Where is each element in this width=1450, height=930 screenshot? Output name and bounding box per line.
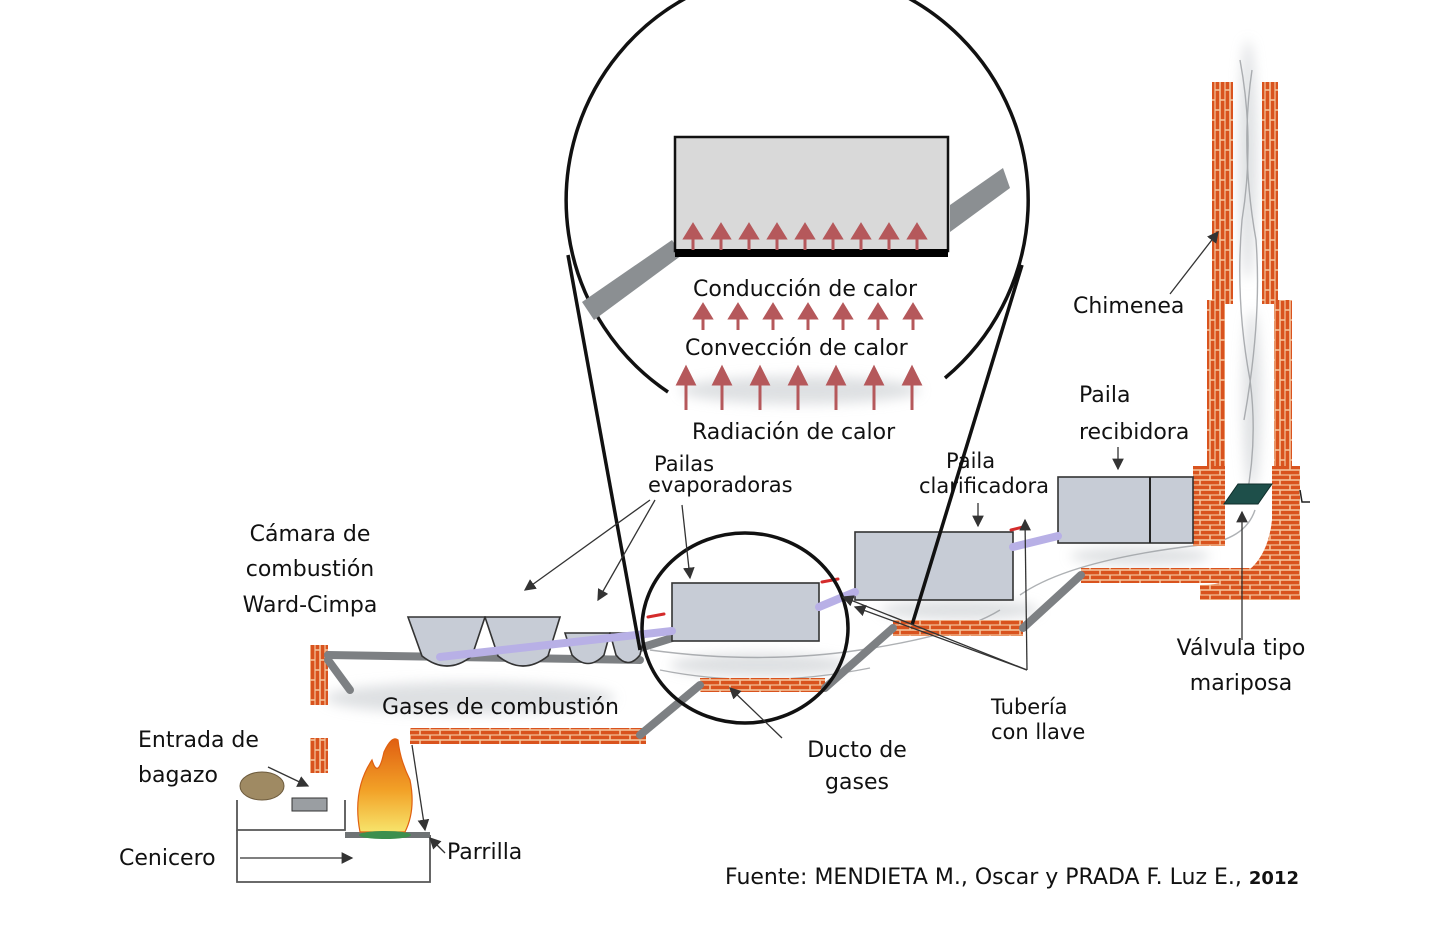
label-conduction: Conducción de calor <box>693 277 918 302</box>
label-butterfly-valve: Válvula tipo mariposa <box>1176 636 1306 697</box>
label-combustion-gases: Gases de combustión <box>382 695 619 720</box>
flame <box>357 738 413 839</box>
convection-arrows <box>692 302 924 330</box>
label-convection: Convección de calor <box>685 336 908 361</box>
butterfly-valve-handle <box>1299 489 1310 503</box>
brick-duct <box>310 568 1291 773</box>
receiver-pan <box>1057 476 1194 544</box>
leader-lines <box>240 230 1248 864</box>
chimney <box>1193 82 1300 600</box>
label-ash-pit: Cenicero <box>119 846 216 871</box>
label-grate: Parrilla <box>447 840 523 865</box>
bagasse-pile <box>239 771 285 801</box>
label-receiver-pan: Paila recibidora <box>1079 383 1190 446</box>
transfer-pipes <box>436 532 1062 661</box>
label-chimney: Chimenea <box>1073 294 1185 319</box>
radiation-arrows <box>675 364 923 410</box>
zoom-pan-base <box>675 249 948 257</box>
label-pipe-valve: Tubería con llave <box>991 695 1086 745</box>
conduction-arrows <box>682 222 928 250</box>
label-combustion-chamber: Cámara de combustión Ward-Cimpa <box>242 522 378 618</box>
label-gas-duct: Ducto de gases <box>807 738 907 796</box>
source-citation: Fuente: MENDIETA M., Oscar y PRADA F. Lu… <box>725 865 1300 890</box>
combustion-smoke <box>325 40 1261 714</box>
zoom-magnifier <box>566 254 1024 725</box>
clarifier-pan <box>854 531 1014 601</box>
label-bagasse-entry: Entrada de bagazo <box>138 728 259 789</box>
label-radiation: Radiación de calor <box>692 420 896 445</box>
label-clarifier-pan: Paila clarificadora <box>919 449 1050 499</box>
evaporator-pan-square <box>671 582 820 642</box>
bagasse-door <box>291 797 328 812</box>
label-evaporator-pans: Pailas evaporadoras <box>648 452 793 498</box>
butterfly-valve-icon <box>1223 483 1273 505</box>
zoom-circle <box>564 0 1030 394</box>
